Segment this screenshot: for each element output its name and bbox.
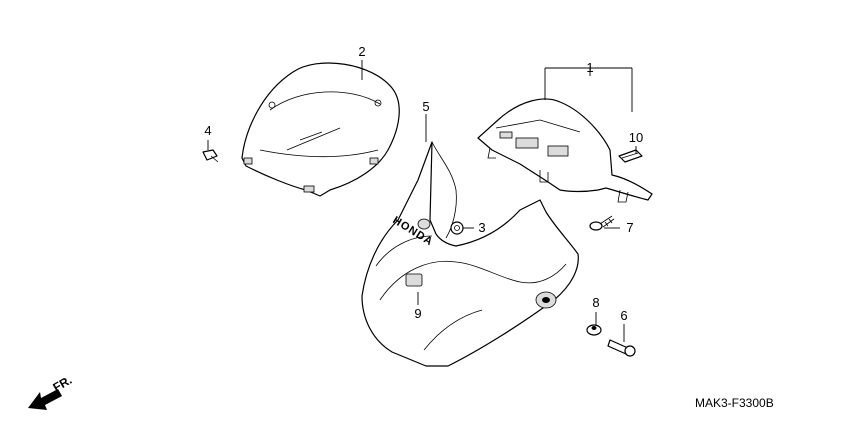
callout-9: 9 [414,306,421,321]
callout-7: 7 [626,220,633,235]
callout-1: 1 [586,60,593,75]
clip-part [618,149,643,163]
callout-4: 4 [204,123,211,138]
callout-8: 8 [592,295,599,310]
callout-6: 6 [620,308,627,323]
windscreen-part [241,62,400,197]
callout-10: 10 [629,130,643,145]
inner-panel-part [477,98,653,203]
callout-labels: 1 2 3 4 5 6 7 8 9 10 [204,44,643,323]
grommet-part [450,221,464,235]
front-cowl-part: HONDA [361,141,579,367]
tapping-screw-part [589,215,615,231]
callout-2: 2 [358,44,365,59]
callout-5: 5 [422,99,429,114]
rivet-part [202,149,219,163]
leader-lines [207,60,637,342]
front-direction-arrow-icon: FR. [28,373,74,410]
bolt-part [607,339,636,357]
diagram-code: MAK3-F3300B [695,396,774,410]
collar-part [586,324,602,336]
callout-3: 3 [478,220,485,235]
